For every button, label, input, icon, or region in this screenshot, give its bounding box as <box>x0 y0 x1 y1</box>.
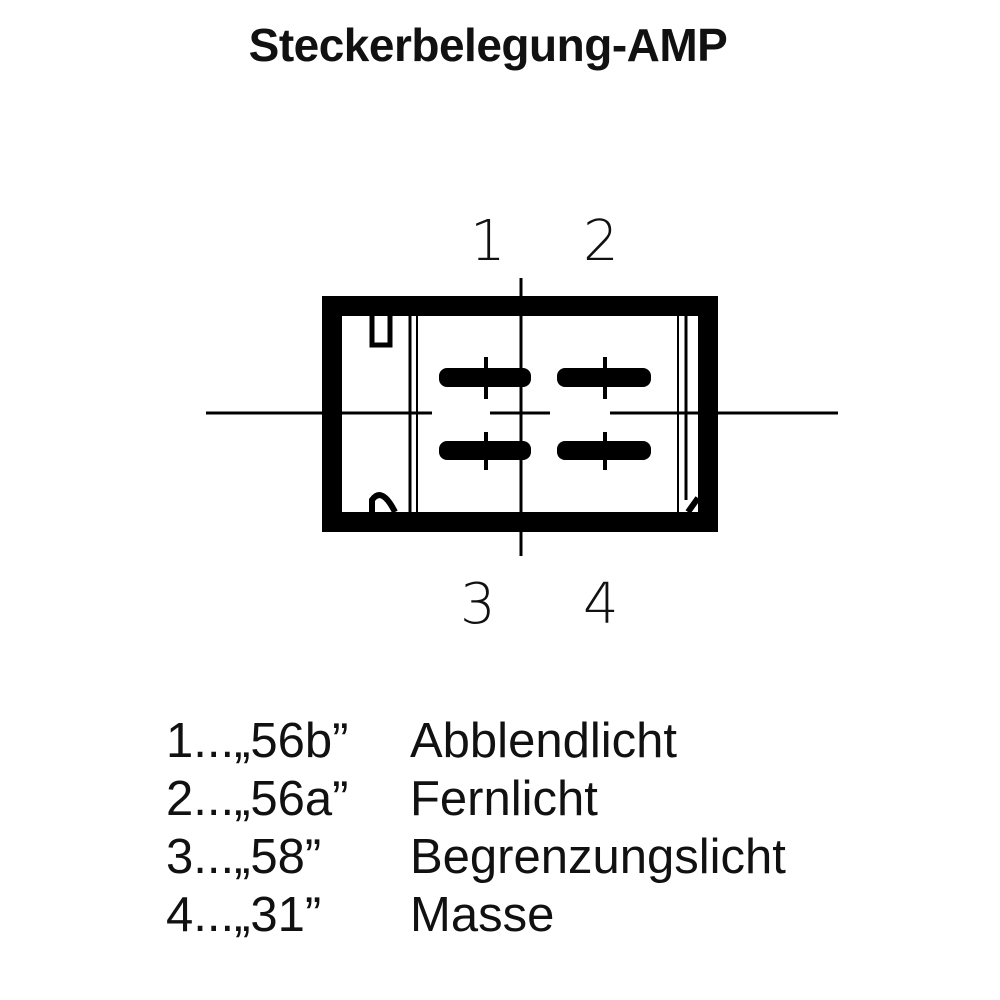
pin-legend: 1...„56b”Abblendlicht 2...„56a”Fernlicht… <box>166 712 786 944</box>
pin-label-3: 3 <box>460 572 496 637</box>
legend-row: 1...„56b”Abblendlicht <box>166 714 677 768</box>
legend-row: 4...„31”Masse <box>166 888 555 942</box>
legend-row: 2...„56a”Fernlicht <box>166 772 598 826</box>
pin-label-1: 1 <box>470 209 506 274</box>
pin-contacts <box>439 357 651 470</box>
pin-label-2: 2 <box>583 209 619 274</box>
pin-label-4: 4 <box>583 572 619 637</box>
center-lines <box>206 278 838 556</box>
page-title: Steckerbelegung-AMP <box>248 19 728 71</box>
legend-row: 3...„58”Begrenzungslicht <box>166 830 786 884</box>
